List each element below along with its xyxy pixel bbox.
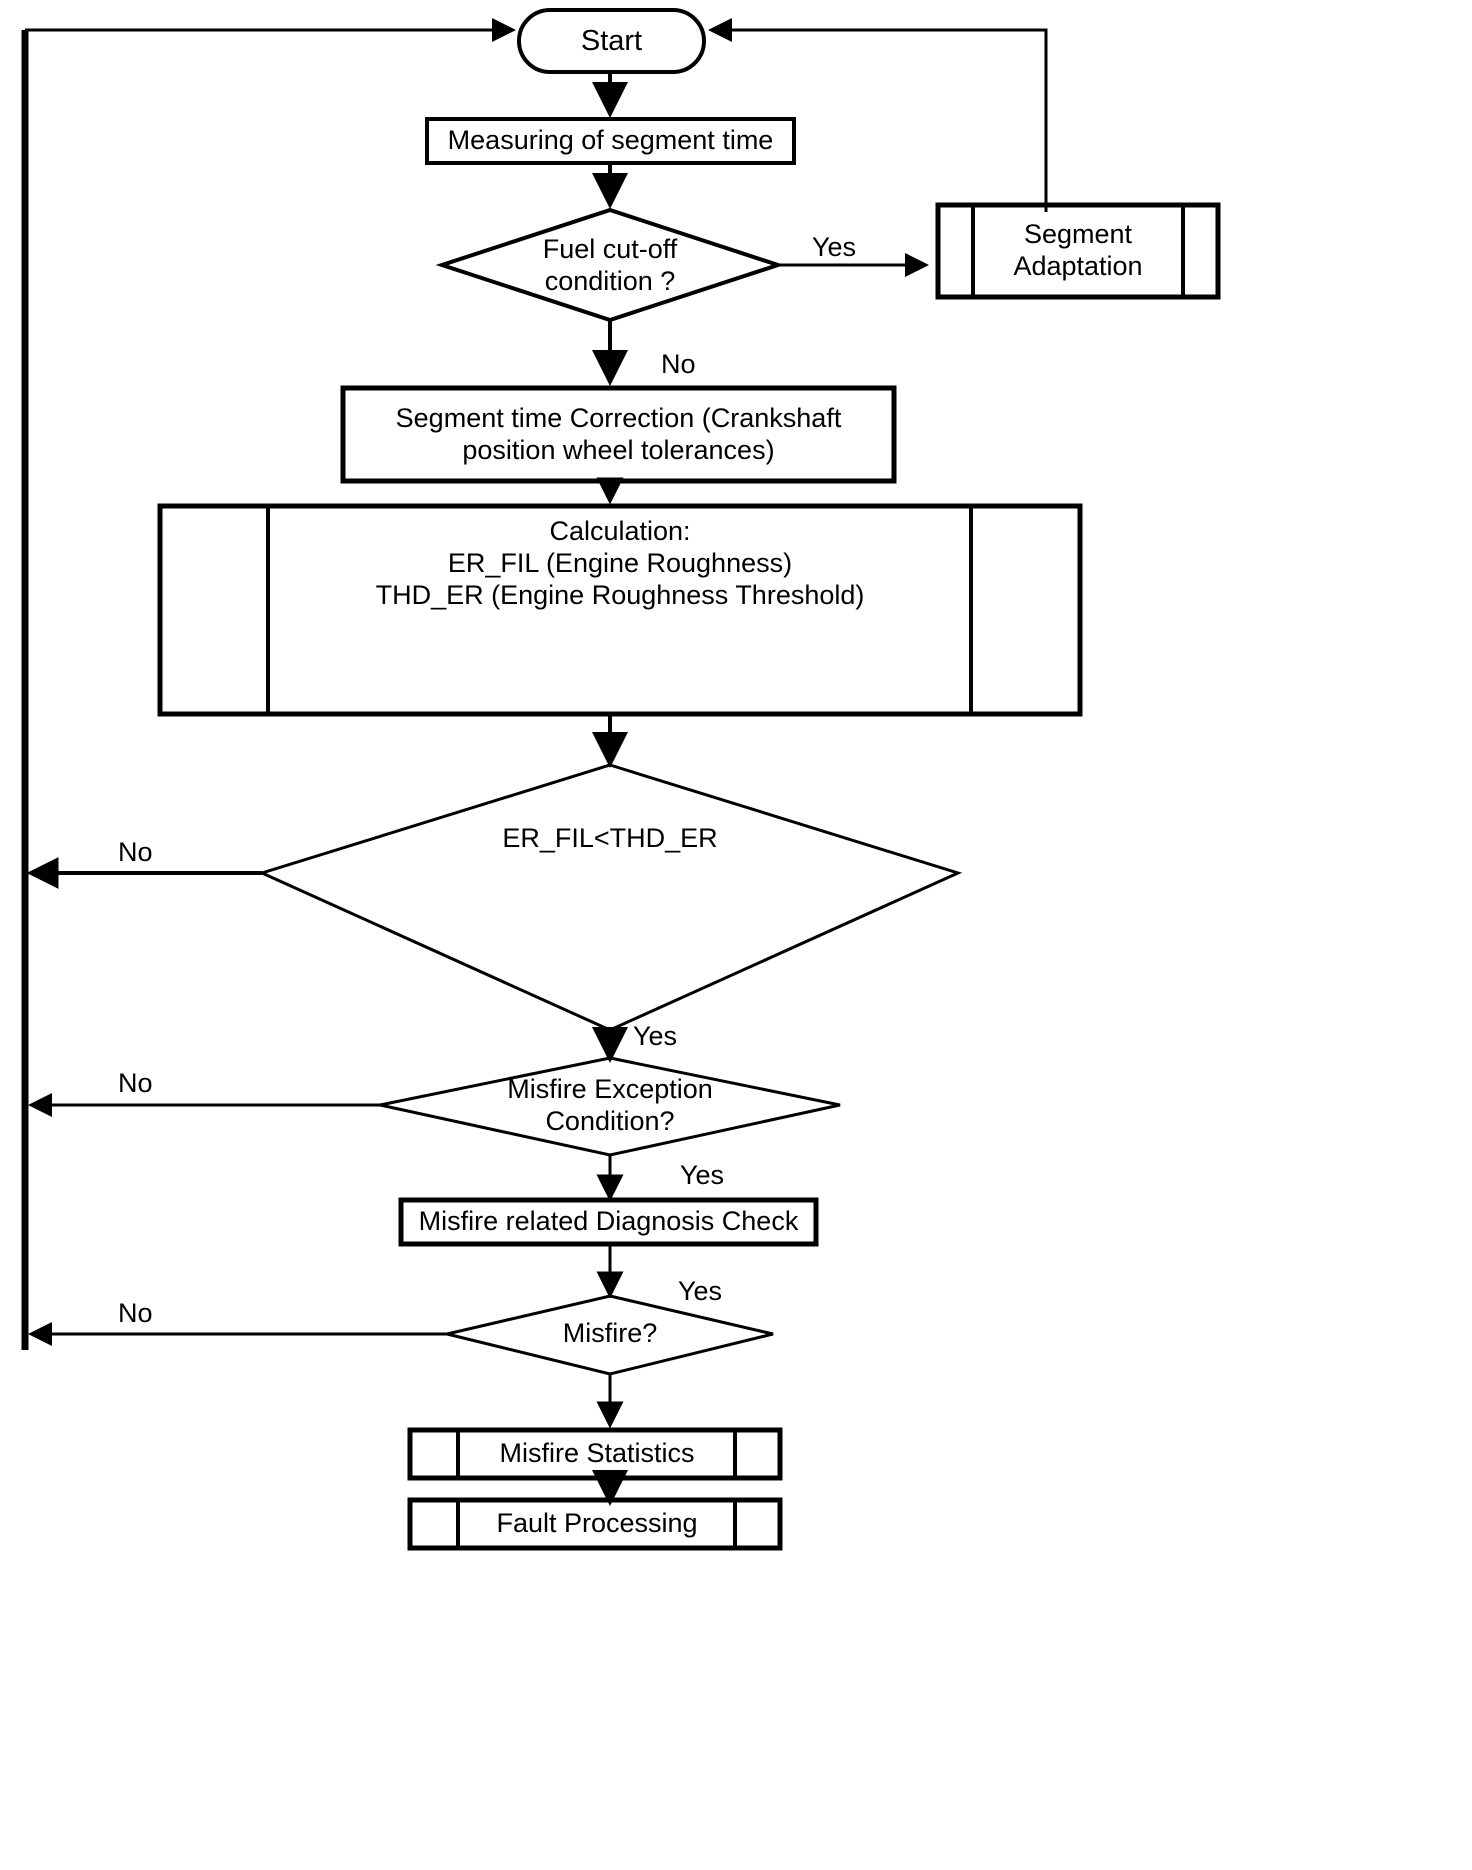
- node-fuel-cutoff[interactable]: [442, 210, 778, 320]
- node-misfire-question[interactable]: [447, 1296, 773, 1374]
- edge-label-misfireq-yes: Yes: [678, 1276, 723, 1306]
- node-segment-time-correction[interactable]: [343, 388, 894, 481]
- edge-label-erfil-no: No: [118, 837, 153, 867]
- edge-segment-adaptation-to-start: [708, 18, 1048, 212]
- node-fault-processing[interactable]: [410, 1500, 780, 1548]
- node-fault-processing: [407, 1497, 783, 1551]
- node-segment-adaptation: [935, 202, 1221, 300]
- edge-label-fuelcutoff-no: No: [661, 349, 696, 379]
- node-measure[interactable]: [427, 119, 794, 163]
- node-calculation: [157, 503, 1083, 717]
- edge-label-fuelcutoff-yes: Yes: [812, 232, 857, 262]
- edge-label-erfil-yes: Yes: [633, 1021, 678, 1051]
- edge-label-misfire-exception-no: No: [118, 1068, 153, 1098]
- node-diagnosis-check[interactable]: [401, 1200, 816, 1244]
- node-segment-adaptation[interactable]: [938, 205, 1218, 297]
- edge-label-misfire-exception-yes: Yes: [680, 1160, 725, 1190]
- edge-label-misfireq-no: No: [118, 1298, 153, 1328]
- node-er-fil-compare[interactable]: [262, 765, 958, 1030]
- node-misfire-exception[interactable]: [380, 1058, 840, 1155]
- node-start[interactable]: [519, 10, 704, 72]
- node-misfire-statistics[interactable]: [410, 1430, 780, 1478]
- node-calculation[interactable]: [160, 506, 1080, 714]
